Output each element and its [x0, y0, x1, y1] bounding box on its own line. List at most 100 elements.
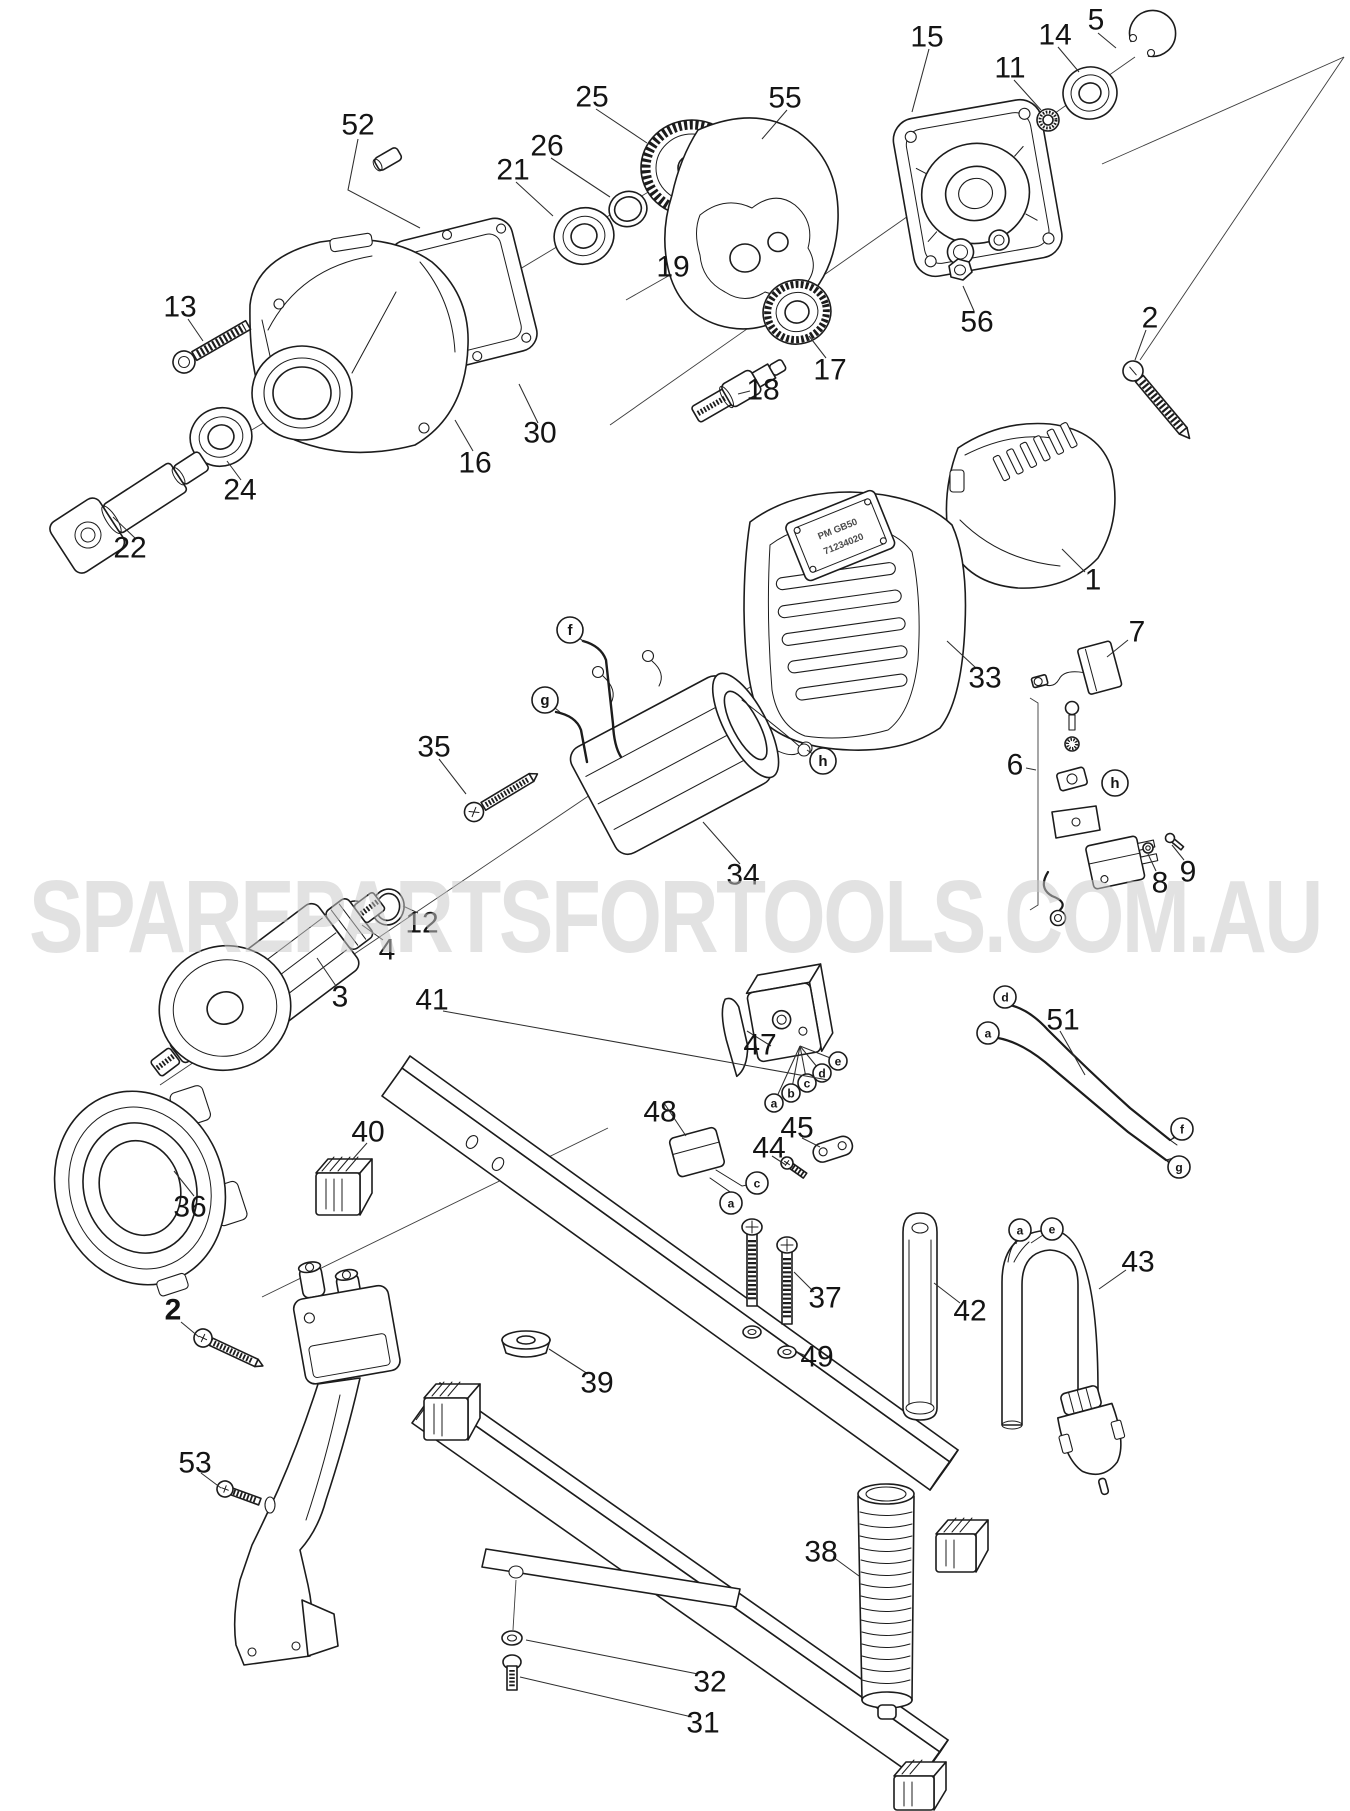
leader-5 [1097, 32, 1117, 49]
part-label-18: 18 [746, 374, 779, 407]
screw-53-drawing [216, 1480, 262, 1506]
part-label-53: 53 [178, 1447, 211, 1480]
part-label-49: 49 [800, 1341, 833, 1374]
part-label-17: 17 [813, 354, 846, 387]
badge-letter-c: c [754, 1177, 761, 1191]
leader-25 [595, 108, 648, 144]
screw-35-drawing [463, 772, 539, 823]
part-label-2: 2 [165, 1294, 182, 1327]
ring-12-drawing [371, 888, 405, 926]
leader-21 [515, 181, 554, 217]
leader-2 [1134, 329, 1147, 361]
part-label-8: 8 [1152, 867, 1169, 900]
part-label-51: 51 [1046, 1004, 1079, 1037]
part-label-42: 42 [953, 1295, 986, 1328]
badge-letter-c: c [804, 1077, 811, 1091]
motor-housing-33-drawing: PM GB50 71234020 [743, 489, 967, 756]
leader-48 [663, 1102, 687, 1137]
badge-letter-d: d [818, 1067, 825, 1081]
badge-circle-d [812, 1063, 832, 1083]
badge-letter-a: a [1017, 1224, 1024, 1238]
part-label-55: 55 [768, 82, 801, 115]
badge-letter-h: h [1110, 775, 1119, 792]
leader-49 [796, 1351, 807, 1357]
badge-letter-d: d [1001, 991, 1008, 1005]
badge-circle-f [1170, 1117, 1194, 1141]
part-label-44: 44 [752, 1132, 785, 1165]
washer-8-drawing [1142, 842, 1154, 854]
part-label-35: 35 [417, 731, 450, 764]
leader-24 [226, 460, 242, 481]
part-label-14: 14 [1038, 19, 1071, 52]
lead-wire-51-drawing [996, 1003, 1179, 1167]
badge-letter-a: a [771, 1097, 778, 1111]
part-label-56: 56 [960, 306, 993, 339]
part-label-22: 22 [113, 532, 146, 565]
motor-label-plate: PM GB50 71234020 [785, 489, 896, 582]
badge-circle-a [1008, 1218, 1032, 1242]
leader-30 [518, 383, 539, 424]
screw-44-drawing [780, 1156, 808, 1179]
leader-32 [525, 1639, 699, 1675]
leader-45 [801, 1137, 821, 1148]
end-cap-40c-drawing [935, 1517, 989, 1573]
badge-letter-b: b [787, 1087, 794, 1101]
badge-letter-f: f [1180, 1123, 1185, 1137]
leader-14 [1057, 46, 1080, 73]
leader-9 [1171, 844, 1185, 861]
nut-56-drawing [948, 258, 973, 281]
part-label-33: 33 [968, 662, 1001, 695]
leader-26 [550, 157, 611, 198]
part-label-40: 40 [351, 1116, 384, 1149]
part-label-15: 15 [910, 21, 943, 54]
fan-baffle-36-drawing [53, 1085, 248, 1297]
armature-3-drawing [150, 891, 386, 1077]
badge-circle-e [828, 1051, 848, 1071]
leader-31 [519, 1676, 693, 1718]
badge-letter-e: e [835, 1055, 842, 1069]
spindle-22-drawing [49, 451, 209, 574]
part-label-52: 52 [341, 109, 374, 142]
pin-52-drawing [372, 147, 403, 172]
part-label-41: 41 [415, 984, 448, 1017]
leader-12 [402, 905, 419, 914]
wire-f [581, 639, 623, 759]
part-label-32: 32 [693, 1666, 726, 1699]
circlip-5-drawing [1128, 9, 1177, 58]
bellows-38-drawing [857, 1483, 915, 1720]
leader-4 [361, 924, 384, 941]
leader-56 [962, 285, 975, 312]
cover-plate-55-drawing [664, 117, 839, 330]
leader-35 [438, 758, 467, 795]
part-label-39: 39 [580, 1367, 613, 1400]
bearing-21-drawing [553, 207, 615, 265]
badge-circle-g [531, 686, 559, 714]
leader-36 [173, 1170, 195, 1197]
badge-letter-a: a [728, 1197, 735, 1211]
watermark: SPAREPARTSFORTOOLS.COM.AU [29, 859, 1321, 974]
part-label-48: 48 [643, 1096, 676, 1129]
capacitor-leads [709, 1169, 743, 1197]
part-label-43: 43 [1121, 1246, 1154, 1279]
badge-letter-e: e [1049, 1223, 1056, 1237]
badge-circle-h [809, 747, 837, 775]
leader-13 [187, 318, 204, 342]
part-label-45: 45 [780, 1112, 813, 1145]
leader-16 [454, 419, 474, 452]
part-label-6: 6 [1007, 749, 1024, 782]
grip-42-drawing [902, 1212, 938, 1421]
screw-2-bottom-drawing [193, 1328, 264, 1368]
part-label-47: 47 [743, 1029, 776, 1062]
leader-51 [1059, 1030, 1086, 1076]
stay-bracket-drawing [481, 1548, 741, 1631]
pinion-shaft-18-drawing [691, 359, 787, 423]
clamp-45-drawing [812, 1135, 854, 1163]
part-label-1: 1 [1085, 564, 1102, 597]
bearing-plate-15-drawing [892, 98, 1063, 278]
badge-circle-h [1101, 769, 1129, 797]
leader-34 [702, 821, 741, 865]
leader-41 [442, 1010, 829, 1081]
